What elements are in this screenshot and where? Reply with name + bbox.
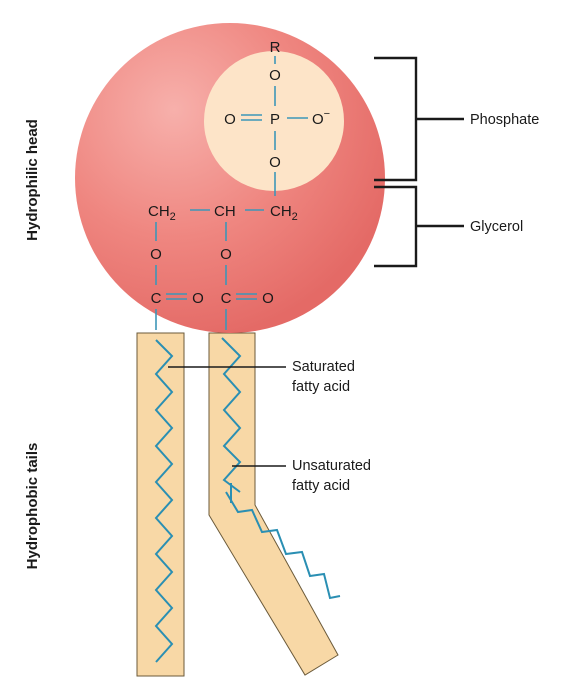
atom-o-ester-right: O <box>220 246 232 263</box>
saturated-chain <box>154 339 174 663</box>
atom-o-left: O <box>224 111 236 128</box>
atom-c-left: C <box>151 290 162 307</box>
saturated-label-line1: Saturated <box>292 359 355 375</box>
atom-r: R <box>270 39 281 56</box>
saturated-tail <box>136 332 185 677</box>
hydrophilic-head-label: Hydrophilic head <box>24 119 41 241</box>
glycerol-label: Glycerol <box>470 219 523 235</box>
phosphate-circle <box>204 51 344 191</box>
tails-group <box>136 332 341 677</box>
atom-ch2-right: CH2 <box>270 203 298 223</box>
atom-o-carbonyl-left: O <box>192 290 204 307</box>
atom-p: P <box>270 111 280 128</box>
atom-o-bottom: O <box>269 154 281 171</box>
hydrophobic-tails-label: Hydrophobic tails <box>24 443 41 570</box>
atom-ch2-left: CH2 <box>148 203 176 223</box>
atom-o-top: O <box>269 67 281 84</box>
unsaturated-chain-lower <box>225 491 341 600</box>
glycerol-bracket <box>374 185 464 268</box>
atom-o-ester-left: O <box>150 246 162 263</box>
phosphate-group: R O O P O− O <box>224 39 330 196</box>
atom-o-minus: O− <box>312 108 330 128</box>
saturated-label-line2: fatty acid <box>292 379 350 395</box>
unsaturated-label-line1: Unsaturated <box>292 458 371 474</box>
atom-o-carbonyl-right: O <box>262 290 274 307</box>
glycerol-group: CH2 CH CH2 O O C O C O <box>148 203 298 330</box>
phosphate-bracket <box>374 56 464 182</box>
phosphate-label: Phosphate <box>470 112 539 128</box>
unsaturated-tail <box>208 332 339 676</box>
unsaturated-chain-upper <box>221 337 242 493</box>
atom-ch-middle: CH <box>214 203 236 220</box>
unsaturated-label-line2: fatty acid <box>292 478 350 494</box>
atom-c-right: C <box>221 290 232 307</box>
